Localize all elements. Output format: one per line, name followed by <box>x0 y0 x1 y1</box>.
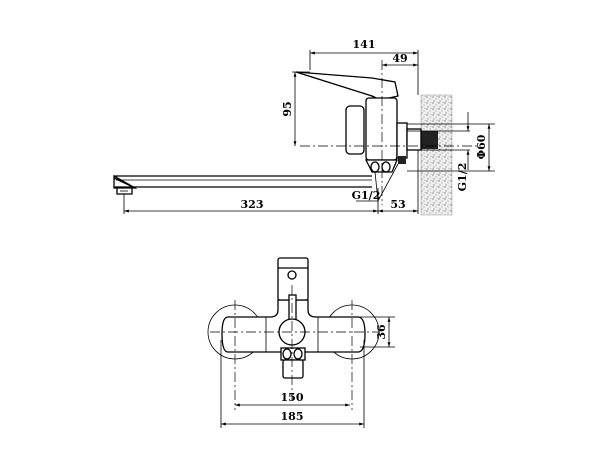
dimension-141: 141 <box>309 38 419 95</box>
side-view: 141 49 95 Φ60 G1/2 G1/2 323 <box>113 38 495 216</box>
wall <box>420 94 453 216</box>
dimension-phi60: Φ60 <box>407 123 495 172</box>
dimension-label: 95 <box>281 101 294 116</box>
front-view: 36 150 185 <box>207 257 395 428</box>
spout <box>113 174 372 195</box>
dimension-label: 323 <box>241 198 264 211</box>
dimension-label: G1/2 <box>456 163 469 192</box>
faucet-body-side <box>295 60 480 205</box>
dimension-150: 150 <box>235 391 350 407</box>
dimension-323: 323 <box>123 150 419 214</box>
dimension-49: 49 <box>382 52 418 67</box>
dimension-label: Φ60 <box>475 134 488 159</box>
dimension-g12-wall: G1/2 <box>456 112 470 192</box>
dimension-36: 36 <box>360 316 395 348</box>
dimension-label: 150 <box>281 391 304 404</box>
dimension-label: 53 <box>390 198 405 211</box>
dimension-label: 185 <box>281 410 304 423</box>
dimension-95: 95 <box>281 71 310 146</box>
dimension-label: G1/2 <box>352 189 381 202</box>
dimension-185: 185 <box>220 340 365 428</box>
dimension-53: 53 <box>378 198 418 213</box>
dimension-label: 36 <box>375 324 388 340</box>
dimension-label: 49 <box>392 52 407 65</box>
dimension-label: 141 <box>353 38 376 51</box>
